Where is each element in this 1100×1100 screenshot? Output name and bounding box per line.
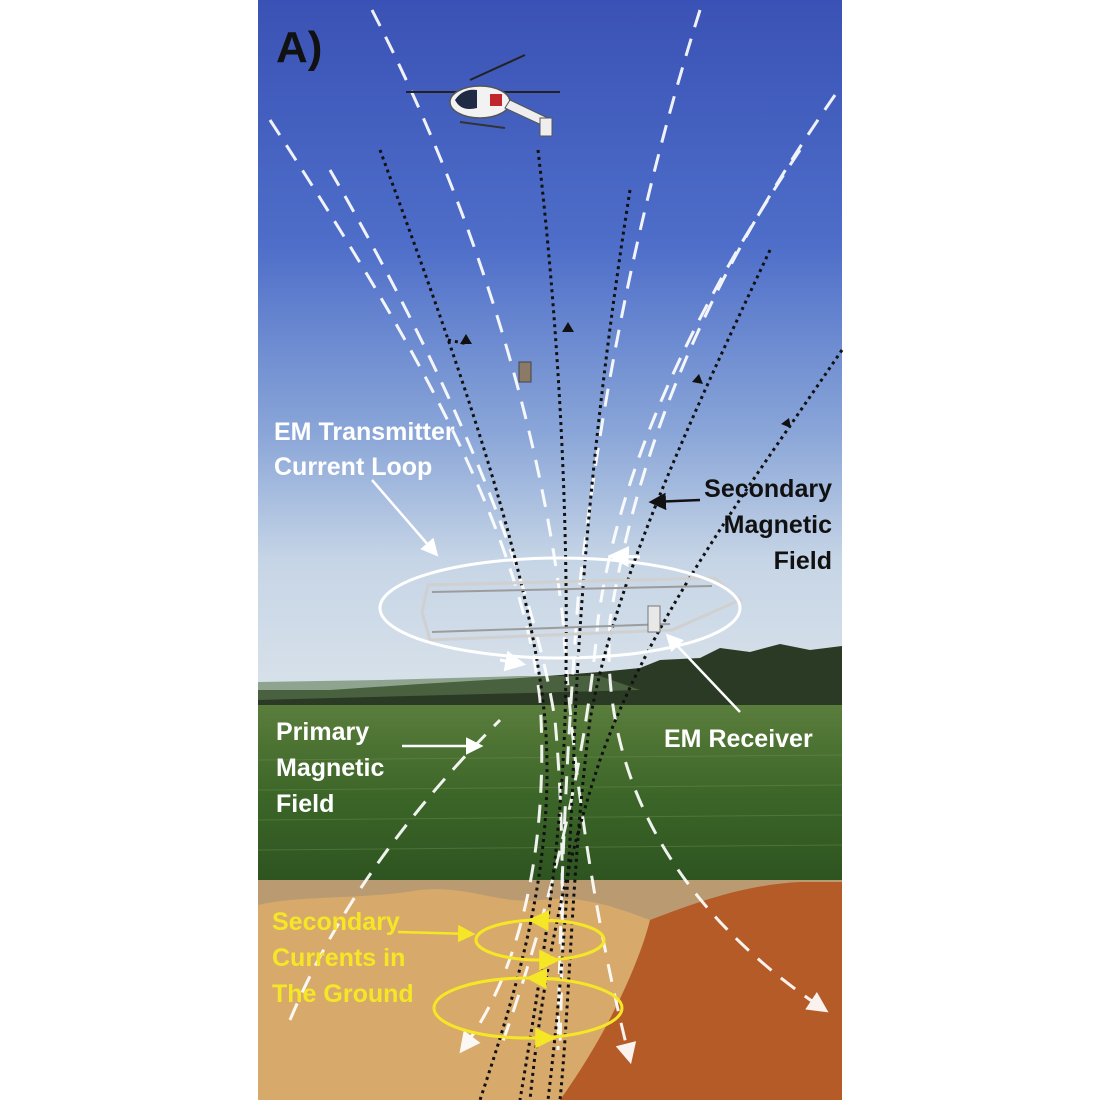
grass-field bbox=[258, 705, 842, 885]
transmitter-pointer bbox=[371, 479, 439, 557]
transmitter-current-loop bbox=[378, 546, 742, 672]
primary-field-label-line3: Field bbox=[276, 790, 334, 818]
secondary-field-pointer bbox=[648, 492, 701, 511]
transmitter-label-line2: Current Loop bbox=[274, 453, 432, 481]
receiver-pointer bbox=[665, 633, 741, 713]
receiver-label: EM Receiver bbox=[664, 725, 813, 753]
secondary-field-label-line1: Secondary bbox=[704, 475, 832, 503]
secondary-currents-pointer bbox=[397, 924, 476, 943]
primary-field-label-line1: Primary bbox=[276, 718, 369, 746]
primary-field-label-line2: Magnetic bbox=[276, 754, 384, 782]
em-receiver-icon bbox=[647, 605, 661, 633]
secondary-field-arrows bbox=[460, 322, 791, 428]
helicopter-icon bbox=[406, 54, 560, 137]
label-pointers bbox=[371, 479, 741, 943]
secondary-field-label-line2: Magnetic bbox=[724, 511, 832, 539]
transmitter-loop-frame bbox=[420, 576, 743, 642]
panel-label: A) bbox=[276, 23, 322, 72]
secondary-field-label-line3: Field bbox=[774, 547, 832, 575]
secondary-currents-label-line2: Currents in bbox=[272, 944, 405, 972]
ground-current-loops bbox=[432, 910, 624, 1049]
secondary-currents-label-line3: The Ground bbox=[272, 980, 414, 1008]
tow-cable-device bbox=[518, 361, 532, 383]
transmitter-label-line1: EM Transmitter bbox=[274, 418, 455, 446]
secondary-currents-label-line1: Secondary bbox=[272, 908, 400, 936]
